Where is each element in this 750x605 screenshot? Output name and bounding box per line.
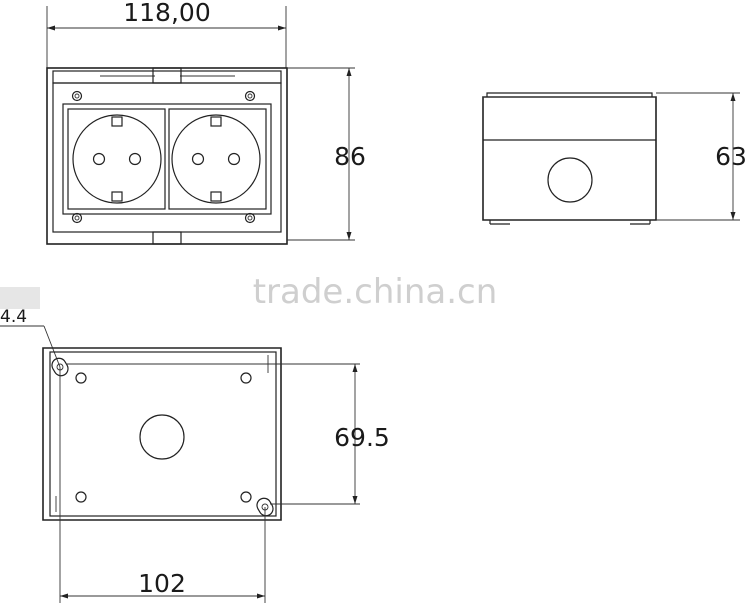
dimension-horizontal-spacing: 102 [59, 367, 266, 603]
vertical-spacing-label: 69.5 [334, 423, 390, 452]
corner-screws [71, 90, 256, 224]
back-plate-outline [42, 347, 282, 521]
callout-label-bg [0, 287, 40, 309]
hinge-strip [52, 70, 282, 84]
dimension-side-label: 63 [715, 142, 747, 171]
front-frame [52, 82, 282, 233]
front-view: 118,00 [46, 0, 366, 245]
mounting-slots [51, 357, 274, 517]
back-plate-inner [49, 351, 277, 517]
socket-right [168, 108, 267, 210]
lid-latch-top [152, 67, 182, 84]
socket-bezel [62, 103, 272, 215]
back-screw-holes [75, 372, 252, 503]
back-view: 4.4 69.5 [0, 287, 390, 603]
hole-diameter-label: 4.4 [0, 307, 27, 327]
dimension-width-top: 118,00 [46, 0, 287, 68]
socket-left [67, 108, 166, 210]
dimension-vertical-spacing: 69.5 [66, 363, 390, 505]
watermark-text: trade.china.cn [253, 272, 498, 312]
dimension-height-side: 63 [656, 92, 747, 221]
side-view: 63 [482, 92, 747, 225]
dimension-height-label: 86 [334, 142, 366, 171]
back-center-hole [139, 414, 185, 460]
dimension-width-label: 118,00 [123, 0, 210, 27]
dimension-height-front: 86 [287, 67, 366, 241]
dimension-hole-diameter: 4.4 [0, 287, 61, 368]
lid-latch-bottom [152, 231, 182, 245]
cable-gland-hole [547, 157, 593, 203]
horizontal-spacing-label: 102 [138, 569, 186, 598]
